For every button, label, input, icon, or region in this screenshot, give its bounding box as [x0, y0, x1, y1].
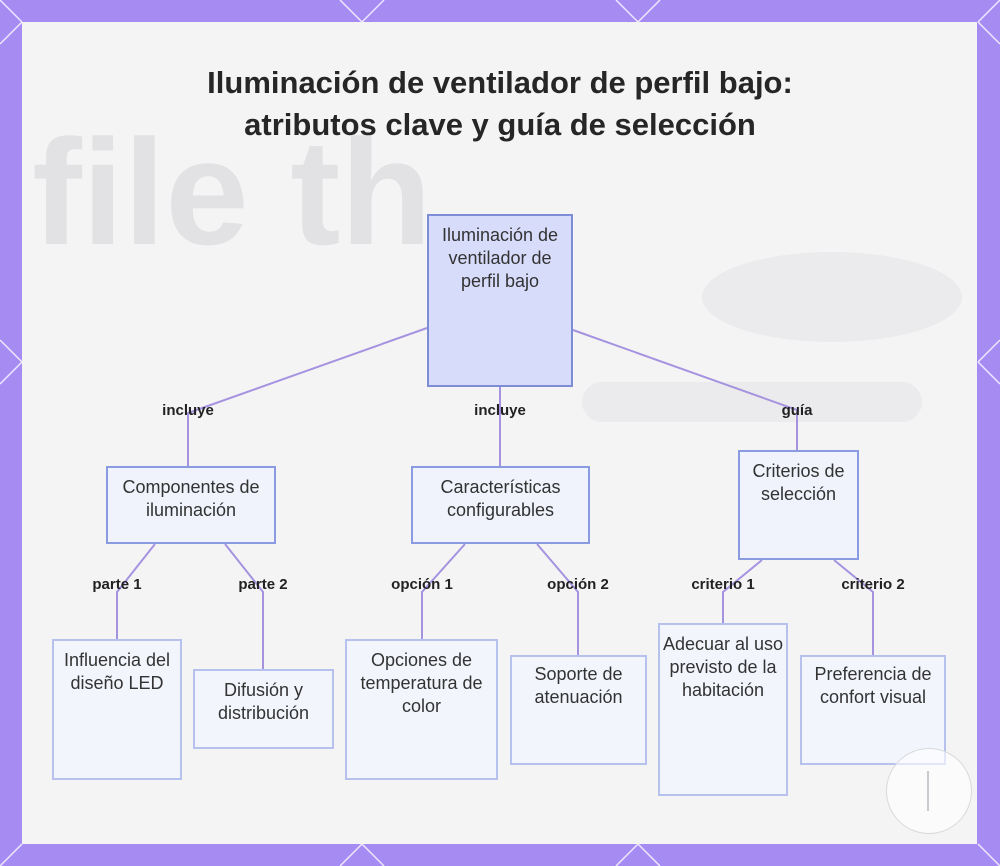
background-shape: [582, 382, 922, 422]
background-shape: [702, 252, 962, 342]
node-dimming-support[interactable]: Soporte de atenuación: [510, 655, 647, 765]
edge-label-option-1: opción 1: [391, 576, 453, 593]
edge-branch-1-to-leaf-2: [224, 543, 264, 669]
node-selection-criteria[interactable]: Criterios de selección: [738, 450, 859, 560]
edge-label-criterion-2: criterio 2: [841, 576, 905, 593]
edge-label-part-1: parte 1: [92, 576, 142, 593]
node-configurable-features[interactable]: Características configurables: [411, 466, 590, 544]
edge-root-to-branch-3: [572, 329, 798, 450]
edge-label-includes: incluye: [474, 402, 526, 419]
edge-branch-3-to-leaf-1: [722, 559, 763, 623]
node-diffusion-distribution[interactable]: Difusión y distribución: [193, 669, 334, 749]
node-visual-comfort-preference[interactable]: Preferencia de confort visual: [800, 655, 946, 765]
edge-branch-2-to-leaf-2: [536, 543, 579, 655]
diagram-title: Iluminación de ventilador de perfil bajo…: [207, 65, 793, 142]
edge-branch-3-to-leaf-2: [833, 559, 874, 655]
edge-branch-1-to-leaf-1: [116, 543, 156, 639]
edge-label-includes: incluye: [162, 402, 214, 419]
node-lighting-components[interactable]: Componentes de iluminación: [106, 466, 276, 544]
logo-mark: [927, 771, 929, 811]
edge-root-to-branch-1: [187, 327, 428, 466]
edge-label-option-2: opción 2: [547, 576, 609, 593]
edge-label-part-2: parte 2: [238, 576, 288, 593]
node-root[interactable]: Iluminación de ventilador de perfil bajo: [427, 214, 573, 387]
logo-badge: [886, 748, 972, 834]
node-room-intended-use[interactable]: Adecuar al uso previsto de la habitación: [658, 623, 788, 796]
node-color-temperature-options[interactable]: Opciones de temperatura de color: [345, 639, 498, 780]
edge-label-guides: guía: [781, 402, 813, 419]
node-led-design-influence[interactable]: Influencia del diseño LED: [52, 639, 182, 780]
background-watermark: file th: [32, 108, 432, 276]
edge-label-criterion-1: criterio 1: [691, 576, 755, 593]
edge-branch-2-to-leaf-1: [421, 543, 466, 639]
